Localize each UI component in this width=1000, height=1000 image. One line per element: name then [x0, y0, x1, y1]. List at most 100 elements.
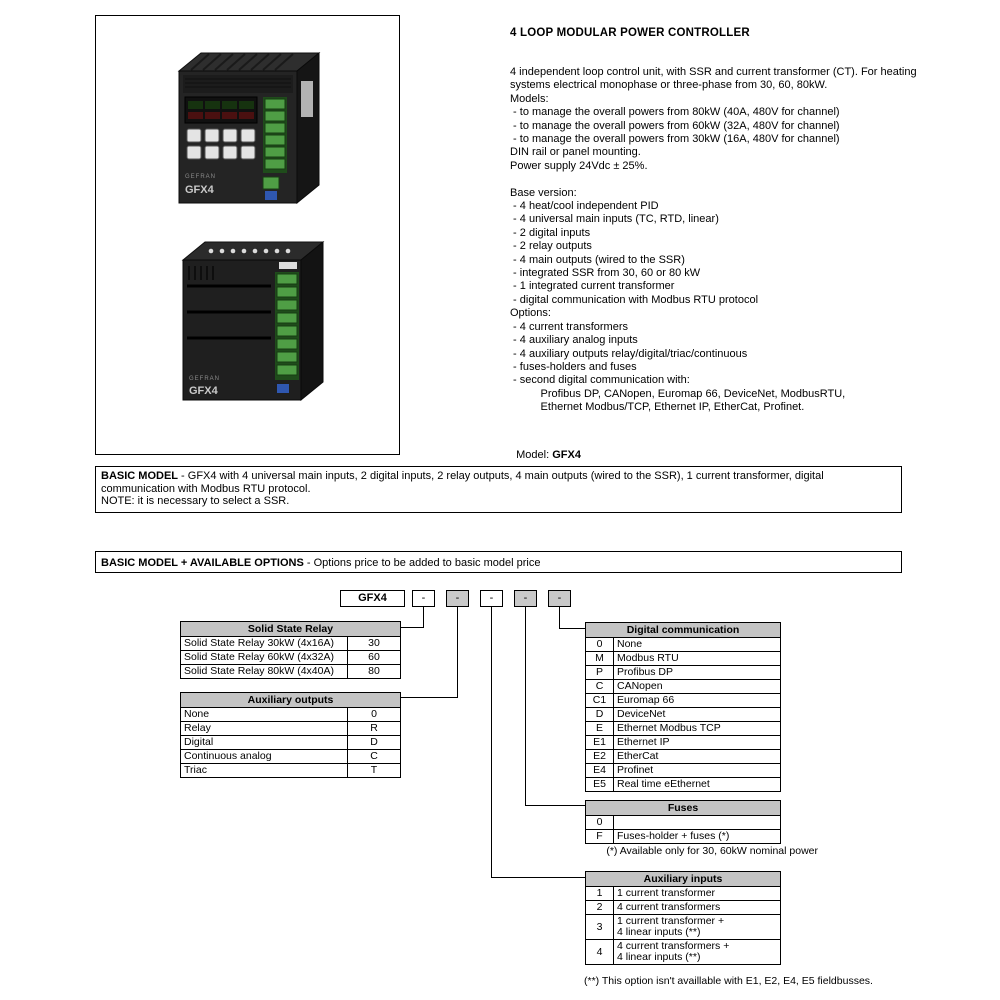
option-label — [613, 815, 781, 830]
option-label: None — [180, 707, 348, 722]
option-label: DeviceNet — [613, 707, 781, 722]
connector-line — [423, 607, 424, 628]
option-code: D — [347, 735, 401, 750]
option-label: Solid State Relay 80kW (4x40A) — [180, 664, 348, 679]
order-code-slots: - - - - - — [412, 590, 571, 607]
options-banner: BASIC MODEL + AVAILABLE OPTIONS - Option… — [95, 551, 902, 573]
table-row: E2 EtherCat — [585, 749, 781, 764]
description-line: - 2 relay outputs — [510, 240, 592, 253]
option-code: 0 — [585, 815, 614, 830]
fuses-note: (*) Available only for 30, 60kW nominal … — [606, 845, 818, 857]
device-model-label: GFX4 — [189, 385, 219, 397]
connector-line — [559, 607, 560, 629]
option-code: E2 — [585, 749, 614, 764]
connector-line — [559, 628, 585, 629]
connector-line — [457, 607, 458, 698]
option-label: 1 current transformer — [613, 886, 781, 901]
option-code: 1 — [585, 886, 614, 901]
basic-model-box: BASIC MODEL - GFX4 with 4 universal main… — [95, 466, 902, 513]
basic-model-heading: BASIC MODEL — [101, 470, 178, 482]
table-row: E1 Ethernet IP — [585, 735, 781, 750]
table-row: E4 Profinet — [585, 763, 781, 778]
description-line: Models: — [510, 92, 549, 105]
order-code-slot: - — [514, 590, 537, 607]
description-line: - to manage the overall powers from 60kW… — [510, 119, 840, 132]
description-line: - 4 main outputs (wired to the SSR) — [510, 253, 685, 266]
option-code: 4 — [585, 939, 614, 965]
device-brand-label: GEFRAN — [189, 376, 220, 382]
table-title: Solid State Relay — [180, 621, 401, 637]
option-code: 0 — [347, 707, 401, 722]
option-code: P — [585, 665, 614, 680]
fuses-table: Fuses 0 F Fuses-holder + fuses (*) — [585, 800, 781, 844]
option-code: C — [585, 679, 614, 694]
table-row: 0 None — [585, 637, 781, 652]
option-code: T — [347, 763, 401, 778]
table-row: E Ethernet Modbus TCP — [585, 721, 781, 736]
description-line: 4 independent loop control unit, with SS… — [510, 66, 917, 78]
option-code: 3 — [585, 914, 614, 940]
description-line: Power supply 24Vdc ± 25%. — [510, 159, 648, 172]
device-brand-label: GEFRAN — [185, 174, 216, 180]
description-line: - 4 auxiliary outputs relay/digital/tria… — [510, 347, 748, 360]
option-label: Profinet — [613, 763, 781, 778]
option-label: Euromap 66 — [613, 693, 781, 708]
order-code-slot: - — [412, 590, 435, 607]
option-code: 80 — [347, 664, 401, 679]
option-code: M — [585, 651, 614, 666]
option-label: CANopen — [613, 679, 781, 694]
option-code: E1 — [585, 735, 614, 750]
option-label: Real time eEthernet — [613, 777, 781, 792]
page-title: 4 LOOP MODULAR POWER CONTROLLER — [510, 27, 750, 39]
table-row: M Modbus RTU — [585, 651, 781, 666]
description-line: - second digital communication with: — [510, 374, 690, 387]
option-code: D — [585, 707, 614, 722]
option-label: Solid State Relay 30kW (4x16A) — [180, 636, 348, 651]
option-label: Relay — [180, 721, 348, 736]
table-row: E5 Real time eEthernet — [585, 777, 781, 792]
description-line: - 1 integrated current transformer — [510, 280, 675, 293]
description-line: - 2 digital inputs — [510, 226, 591, 239]
option-label: Solid State Relay 60kW (4x32A) — [180, 650, 348, 665]
option-code: E — [585, 721, 614, 736]
option-code: 30 — [347, 636, 401, 651]
description-line: - 4 heat/cool independent PID — [510, 200, 659, 213]
device-photo-keypad: GEFRAN GFX4 — [177, 51, 321, 205]
model-name: GFX4 — [552, 449, 581, 461]
table-row: Relay R — [180, 721, 401, 736]
table-title: Fuses — [585, 800, 781, 816]
description-line: - to manage the overall powers from 80kW… — [510, 106, 840, 119]
table-row: D DeviceNet — [585, 707, 781, 722]
device-photo-plain: GEFRAN GFX4 — [181, 240, 325, 402]
order-code-slot: - — [480, 590, 503, 607]
connector-line — [525, 805, 585, 806]
option-code: 60 — [347, 650, 401, 665]
table-row: 0 — [585, 815, 781, 830]
table-row: Solid State Relay 80kW (4x40A) 80 — [180, 664, 401, 679]
connector-line — [525, 607, 526, 806]
option-code: E4 — [585, 763, 614, 778]
product-image-frame: GEFRAN GFX4 — [95, 15, 400, 455]
basic-model-text: - GFX4 with 4 universal main inputs, 2 d… — [101, 470, 824, 495]
option-label: Triac — [180, 763, 348, 778]
option-label: 4 current transformers + 4 linear inputs… — [613, 939, 781, 965]
connector-line — [491, 877, 585, 878]
option-label: Digital — [180, 735, 348, 750]
table-row: C CANopen — [585, 679, 781, 694]
option-label: Fuses-holder + fuses (*) — [613, 829, 781, 844]
table-row: 2 4 current transformers — [585, 900, 781, 915]
table-title: Auxiliary outputs — [180, 692, 401, 708]
auxiliary-inputs-table: Auxiliary inputs 1 1 current transformer… — [585, 871, 781, 965]
connector-line — [400, 697, 458, 698]
description-line: Base version: — [510, 186, 577, 199]
option-label: Continuous analog — [180, 749, 348, 764]
basic-model-note: NOTE: it is necessary to select a SSR. — [101, 495, 290, 508]
table-row: Triac T — [180, 763, 401, 778]
description-line — [510, 173, 980, 186]
order-code-slot: - — [446, 590, 469, 607]
description-line: - digital communication with Modbus RTU … — [510, 293, 759, 306]
description-line: - integrated SSR from 30, 60 or 80 kW — [510, 267, 701, 280]
device-model-label: GFX4 — [185, 184, 215, 196]
model-line: Model: GFX4 — [510, 437, 581, 461]
